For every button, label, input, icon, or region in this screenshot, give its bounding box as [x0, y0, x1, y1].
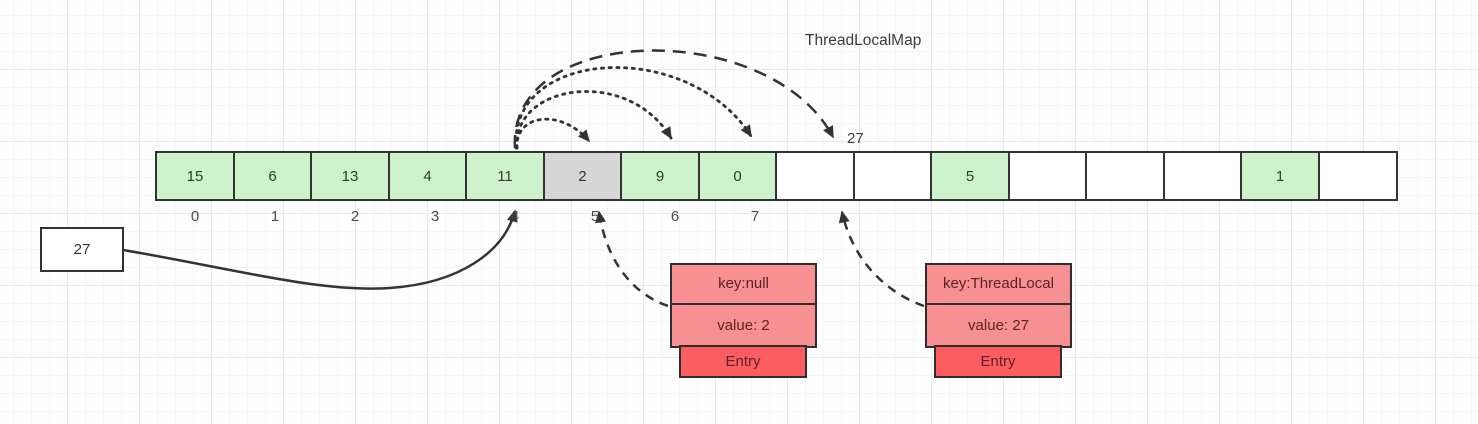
- array-cell-10: 5: [930, 151, 1010, 201]
- array-cell-8: [775, 151, 855, 201]
- index-label-5: 5: [590, 208, 600, 225]
- hash-array: 15 6 13 4 11 2 9 0 5 1: [155, 151, 1398, 201]
- array-cell-5: 2: [542, 151, 623, 201]
- diagram-title: ThreadLocalMap: [805, 32, 922, 49]
- index-label-3: 3: [430, 208, 440, 225]
- entry-null-key-row: key:null: [670, 263, 817, 305]
- array-cell-13: [1162, 151, 1243, 201]
- array-cell-6: 9: [620, 151, 700, 201]
- array-cell-3: 4: [387, 151, 468, 201]
- array-cell-9: [852, 151, 933, 201]
- entry-threadlocal-key-row: key:ThreadLocal: [925, 263, 1072, 305]
- probe-arc-slot6: [515, 90, 673, 150]
- probe-arc-slot5: [515, 117, 591, 150]
- index-label-2: 2: [350, 208, 360, 225]
- array-cell-15: [1317, 151, 1398, 201]
- array-cell-1: 6: [232, 151, 313, 201]
- hash-slot-label: 27: [847, 130, 864, 147]
- entry-box-null: key:null value: 2 Entry: [670, 263, 817, 378]
- entry-threadlocal-footer: Entry: [934, 345, 1062, 378]
- array-cell-7: 0: [697, 151, 778, 201]
- array-cell-2: 13: [310, 151, 390, 201]
- entry-null-arrow: [595, 210, 669, 308]
- index-label-1: 1: [270, 208, 280, 225]
- array-cell-4: 11: [465, 151, 545, 201]
- probe-arc-slot7: [514, 66, 753, 150]
- array-cell-14: 1: [1240, 151, 1320, 201]
- index-label-6: 6: [670, 208, 680, 225]
- incoming-value-text: 27: [73, 241, 91, 258]
- array-cell-11: [1007, 151, 1088, 201]
- probe-arc-slot8: [513, 49, 835, 149]
- index-label-4: 4: [510, 208, 520, 225]
- index-label-7: 7: [750, 208, 760, 225]
- index-labels: 0 1 2 3 4 5 6 7: [155, 208, 795, 225]
- entry-threadlocal-arrow: [838, 210, 925, 308]
- index-label-0: 0: [190, 208, 200, 225]
- array-cell-0: 15: [155, 151, 235, 201]
- entry-box-threadlocal: key:ThreadLocal value: 27 Entry: [925, 263, 1072, 378]
- entry-null-value-row: value: 2: [670, 302, 817, 348]
- entry-threadlocal-value-row: value: 27: [925, 302, 1072, 348]
- incoming-value-box: 27: [40, 227, 124, 272]
- array-cell-12: [1085, 151, 1165, 201]
- entry-null-footer: Entry: [679, 345, 807, 378]
